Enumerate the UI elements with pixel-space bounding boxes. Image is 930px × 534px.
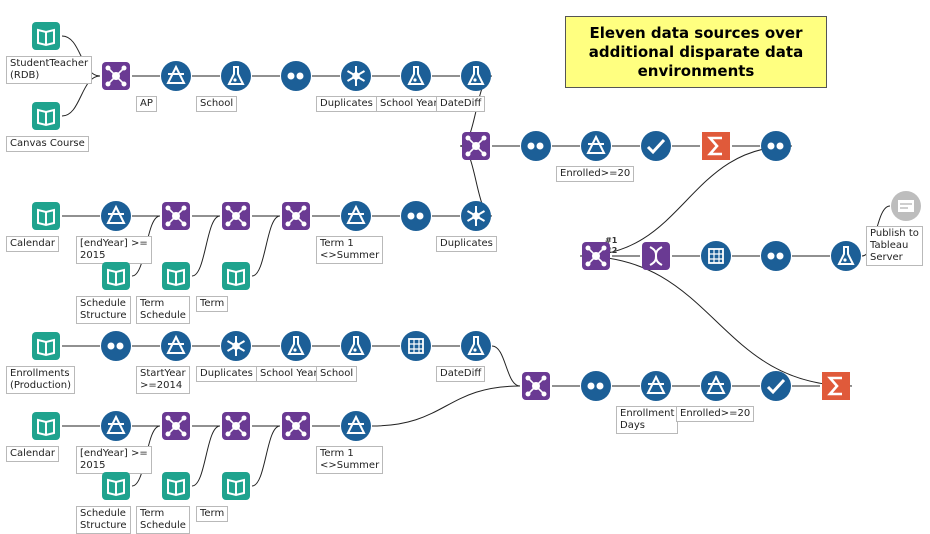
join-anchor-2: #2 xyxy=(605,246,618,255)
filter-icon[interactable] xyxy=(340,410,372,442)
join-icon[interactable] xyxy=(220,200,252,232)
book-input-icon[interactable] xyxy=(30,330,62,362)
check-icon[interactable] xyxy=(760,370,792,402)
join-icon[interactable] xyxy=(460,130,492,162)
unique-snowflake-icon[interactable] xyxy=(220,330,252,362)
connection-wire xyxy=(251,215,281,277)
tool-label: Calendar xyxy=(6,446,59,462)
tool-label: StudentTeacher (RDB) xyxy=(6,56,93,84)
tool-label: StartYear >=2014 xyxy=(136,366,190,394)
tool-label: DateDiff xyxy=(436,96,486,112)
formula-flask-icon[interactable] xyxy=(340,330,372,362)
join-icon[interactable] xyxy=(520,370,552,402)
select-dots-icon[interactable] xyxy=(400,200,432,232)
tool-label: School Year xyxy=(376,96,442,112)
tool-label: Term xyxy=(196,506,229,522)
tool-label: School Year xyxy=(256,366,322,382)
join-icon[interactable] xyxy=(100,60,132,92)
tool-label: Calendar xyxy=(6,236,59,252)
publish-tableau-icon[interactable] xyxy=(890,190,922,222)
tool-label: Enrollments (Production) xyxy=(6,366,76,394)
select-dots-icon[interactable] xyxy=(760,130,792,162)
filter-icon[interactable] xyxy=(700,370,732,402)
dna-icon[interactable] xyxy=(640,240,672,272)
join-icon[interactable] xyxy=(160,410,192,442)
tool-label: AP xyxy=(136,96,157,112)
select-dots-icon[interactable] xyxy=(520,130,552,162)
formula-flask-icon[interactable] xyxy=(400,60,432,92)
tool-label: Enrolled>=20 xyxy=(556,166,635,182)
connection-wire xyxy=(251,425,281,487)
tool-label: Term xyxy=(196,296,229,312)
book-input-icon[interactable] xyxy=(100,470,132,502)
filter-icon[interactable] xyxy=(640,370,672,402)
connection-wire xyxy=(61,75,101,117)
select-dots-icon[interactable] xyxy=(580,370,612,402)
connection-wire xyxy=(191,215,221,277)
formula-flask-icon[interactable] xyxy=(220,60,252,92)
unique-snowflake-icon[interactable] xyxy=(340,60,372,92)
tool-label: School xyxy=(316,366,358,382)
tool-label: Enrolled>=20 xyxy=(676,406,755,422)
join-icon[interactable] xyxy=(160,200,192,232)
book-input-icon[interactable] xyxy=(30,100,62,132)
tool-label: Schedule Structure xyxy=(76,506,131,534)
filter-icon[interactable] xyxy=(580,130,612,162)
tool-label: Schedule Structure xyxy=(76,296,131,324)
book-input-icon[interactable] xyxy=(30,20,62,52)
check-icon[interactable] xyxy=(640,130,672,162)
tool-label: Duplicates xyxy=(316,96,377,112)
tool-label: Term Schedule xyxy=(136,296,190,324)
book-input-icon[interactable] xyxy=(30,200,62,232)
connection-wire xyxy=(579,145,793,257)
filter-icon[interactable] xyxy=(160,330,192,362)
formula-flask-icon[interactable] xyxy=(460,60,492,92)
connection-wire xyxy=(491,345,521,387)
join-icon[interactable] xyxy=(280,200,312,232)
crosstab-icon[interactable] xyxy=(400,330,432,362)
book-input-icon[interactable] xyxy=(220,260,252,292)
join-icon[interactable] xyxy=(220,410,252,442)
formula-flask-icon[interactable] xyxy=(280,330,312,362)
connection-wire xyxy=(191,425,221,487)
join-icon[interactable] xyxy=(580,240,612,272)
filter-icon[interactable] xyxy=(340,200,372,232)
tool-label: DateDiff xyxy=(436,366,486,382)
tool-label: Publish to Tableau Server xyxy=(866,226,923,266)
tool-label: Term 1 <>Summer xyxy=(316,446,384,474)
tool-label: Duplicates xyxy=(436,236,497,252)
formula-flask-icon[interactable] xyxy=(830,240,862,272)
unique-snowflake-icon[interactable] xyxy=(460,200,492,232)
formula-flask-icon[interactable] xyxy=(460,330,492,362)
book-input-icon[interactable] xyxy=(220,470,252,502)
summarize-sigma-icon[interactable] xyxy=(820,370,852,402)
tool-label: Enrollment Days xyxy=(616,406,679,434)
join-icon[interactable] xyxy=(280,410,312,442)
book-input-icon[interactable] xyxy=(160,470,192,502)
connection-wire xyxy=(371,385,521,427)
select-dots-icon[interactable] xyxy=(280,60,312,92)
join-anchor-1: #1 xyxy=(605,236,618,245)
filter-icon[interactable] xyxy=(100,410,132,442)
select-dots-icon[interactable] xyxy=(100,330,132,362)
tool-label: Canvas Course xyxy=(6,136,89,152)
comment-note[interactable]: Eleven data sources over additional disp… xyxy=(565,16,827,88)
book-input-icon[interactable] xyxy=(160,260,192,292)
select-dots-icon[interactable] xyxy=(760,240,792,272)
connection-wire xyxy=(579,255,853,387)
summarize-sigma-icon[interactable] xyxy=(700,130,732,162)
book-input-icon[interactable] xyxy=(100,260,132,292)
tool-label: Term 1 <>Summer xyxy=(316,236,384,264)
filter-icon[interactable] xyxy=(100,200,132,232)
filter-icon[interactable] xyxy=(160,60,192,92)
crosstab-icon[interactable] xyxy=(700,240,732,272)
tool-label: Duplicates xyxy=(196,366,257,382)
book-input-icon[interactable] xyxy=(30,410,62,442)
tool-label: School xyxy=(196,96,238,112)
